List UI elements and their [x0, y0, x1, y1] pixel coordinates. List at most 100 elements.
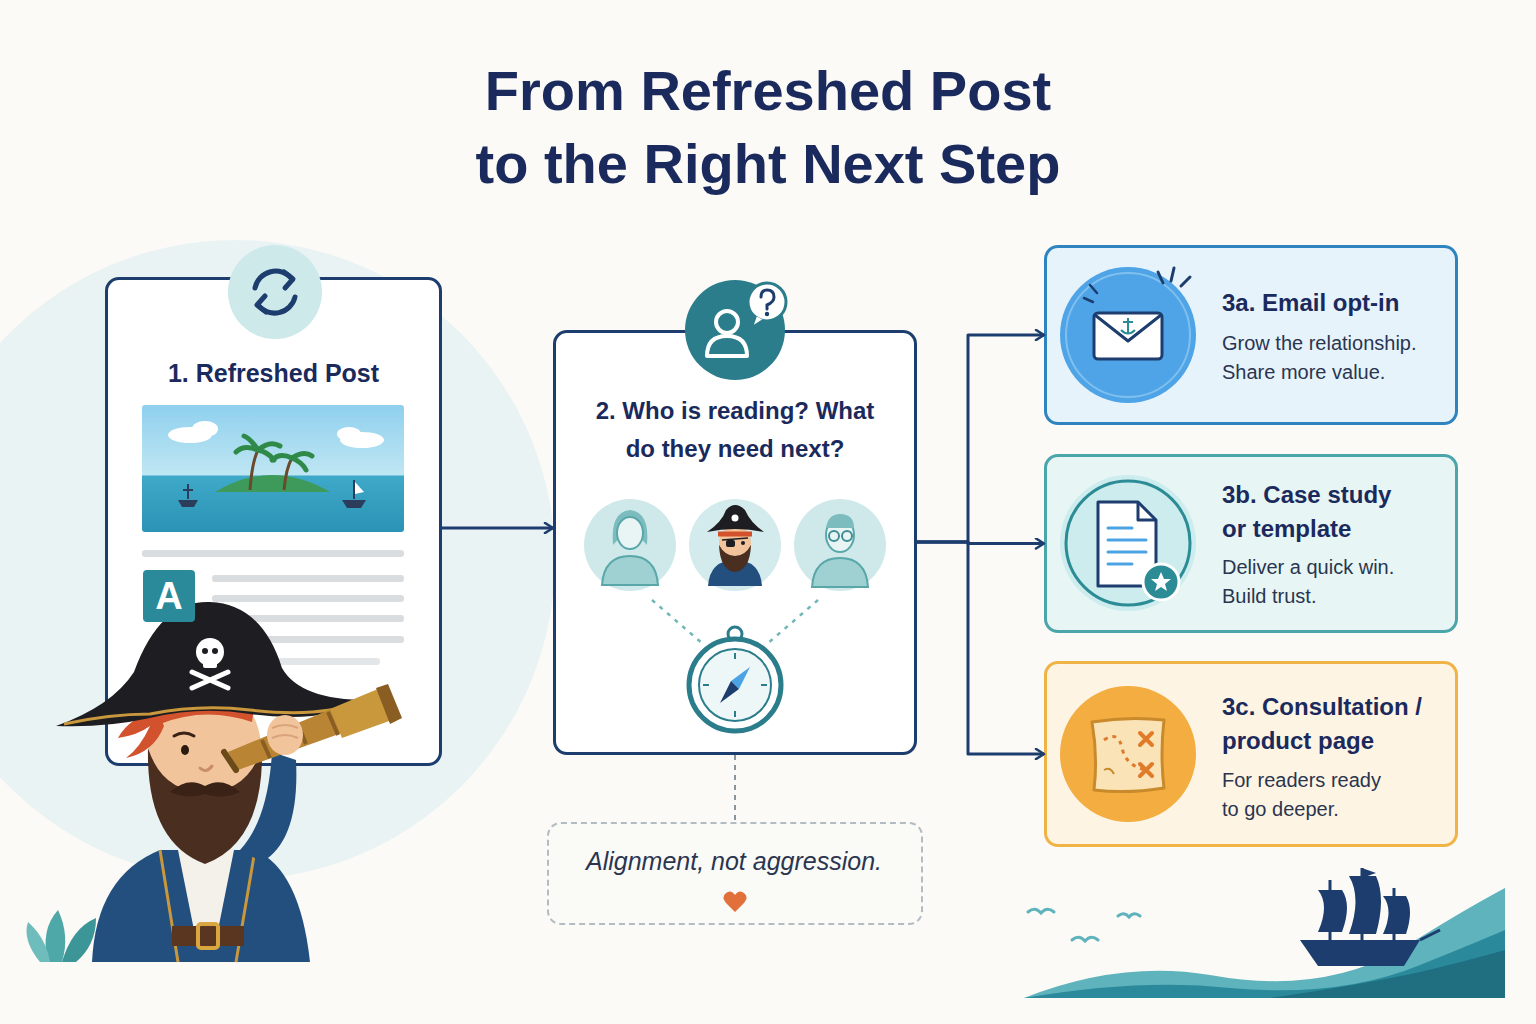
arrow-connector [442, 527, 553, 530]
reader-avatars-part [602, 556, 658, 585]
dashed-connector [734, 755, 736, 822]
pirate-captain-part [240, 752, 296, 862]
text-placeholder-lines-part [212, 595, 404, 602]
pirate-captain-part [376, 684, 402, 724]
pirate-ship-part [1383, 896, 1410, 934]
reader-avatars-part [829, 531, 839, 541]
compass-icon-part [728, 627, 742, 641]
sea-waves-part [1024, 930, 1505, 998]
island-picture-part [342, 500, 366, 508]
reader-avatars-part [826, 514, 854, 528]
treasure-map-icon-part [1104, 769, 1114, 774]
email-icon-part [1121, 318, 1135, 334]
email-icon-part [1094, 313, 1162, 359]
treasure-map-icon-part [1140, 733, 1152, 745]
reader-question-icon-part [748, 283, 786, 321]
node-body: Grow the relationship. Share more value. [1222, 329, 1437, 387]
email-icon-part [1084, 285, 1097, 302]
reader-avatars-part [718, 532, 752, 537]
pirate-ship-part [1362, 868, 1376, 878]
pirate-ship-part [1300, 940, 1420, 966]
document-icon-part [1143, 564, 1179, 600]
diagram-title-wrap: From Refreshed Post to the Right Next St… [0, 54, 1536, 200]
document-icon-part [1060, 475, 1196, 611]
pirate-captain-part [200, 766, 212, 771]
reader-avatars-part [726, 540, 735, 547]
island-picture-part [250, 450, 258, 490]
document-icon [1060, 475, 1196, 611]
pirate-captain-part [192, 672, 228, 688]
reader-avatars [584, 499, 886, 591]
node-heading: 3a. Email opt-in [1222, 287, 1432, 319]
treasure-map-icon-part [1104, 736, 1146, 770]
document-icon-part [1108, 528, 1146, 564]
reader-avatars-part [812, 558, 868, 587]
birds-part [1072, 937, 1098, 941]
email-icon-part [1095, 315, 1161, 341]
reader-avatars-part [707, 505, 764, 532]
island-picture-part [183, 484, 193, 499]
node-heading: 2. Who is reading? What do they need nex… [590, 392, 880, 468]
node-heading: 1. Refreshed Post [105, 357, 442, 389]
pirate-captain-part [149, 685, 261, 811]
email-icon-part [1158, 268, 1190, 286]
document-icon-part [1151, 572, 1171, 591]
sea-waves-part [1024, 888, 1505, 998]
pirate-ship-part [1349, 876, 1381, 934]
birds-part [1028, 909, 1054, 913]
node-body: For readers ready to go deeper. [1222, 766, 1394, 824]
pirate-captain-part [64, 702, 360, 724]
reader-avatars-part [794, 499, 886, 591]
island-picture-part [337, 427, 361, 441]
pirate-captain-part [212, 648, 218, 654]
pirate-captain-part [202, 648, 208, 654]
sea-waves-part [1270, 950, 1505, 998]
compass-icon-part [652, 600, 703, 644]
pirate-captain-part [198, 924, 218, 948]
island-picture-part [178, 500, 198, 507]
reader-question-icon-part [707, 336, 747, 356]
email-icon-part [1060, 267, 1196, 403]
pirate-captain-part [181, 745, 189, 755]
reader-avatars-part [584, 499, 676, 591]
pirate-captain-part [160, 850, 255, 962]
pirate-captain [56, 602, 402, 962]
diagram-title: From Refreshed Post to the Right Next St… [318, 54, 1218, 200]
refresh-icon-part [258, 297, 295, 313]
plant-leaves-part [62, 918, 96, 962]
reader-avatars-part [689, 499, 781, 591]
refresh-icon [228, 245, 322, 339]
birds [1028, 909, 1140, 941]
island-picture-part [215, 475, 330, 492]
heart-icon [724, 891, 747, 912]
island-picture-part [142, 405, 404, 532]
note-box: Alignment, not aggression. [547, 822, 923, 925]
reader-avatars-part [722, 538, 748, 540]
compass-icon-part [699, 649, 771, 721]
pirate-ship-part [1420, 930, 1440, 940]
pirate-captain-part [330, 689, 392, 738]
pirate-captain-part [224, 752, 236, 770]
refresh-icon-part [228, 245, 322, 339]
refresh-icon-part [284, 272, 293, 288]
heart-icon-part [724, 891, 747, 912]
pirate-captain-part [196, 638, 224, 666]
pirate-ship-part [1330, 868, 1394, 940]
island-picture-part [272, 453, 312, 470]
compass-icon-part [731, 667, 750, 689]
text-placeholder-lines-part [212, 636, 404, 643]
refresh-icon-part [257, 296, 266, 312]
option-box: 3a. Email opt-inGrow the relationship. S… [1044, 245, 1458, 425]
sea-waves [1024, 888, 1505, 998]
reader-avatars-part [842, 531, 852, 541]
island-picture-part [236, 436, 280, 460]
reader-avatars-part [617, 517, 643, 549]
pirate-captain-part [158, 699, 254, 724]
option-box: 3b. Case study or templateDeliver a quic… [1044, 454, 1458, 633]
compass-icon-part [703, 653, 767, 717]
pirate-captain-part [262, 712, 338, 758]
option-box: 3c. Consultation / product pageFor reade… [1044, 661, 1458, 847]
reader-question-icon-part [716, 311, 738, 333]
island-picture-part [340, 432, 384, 448]
